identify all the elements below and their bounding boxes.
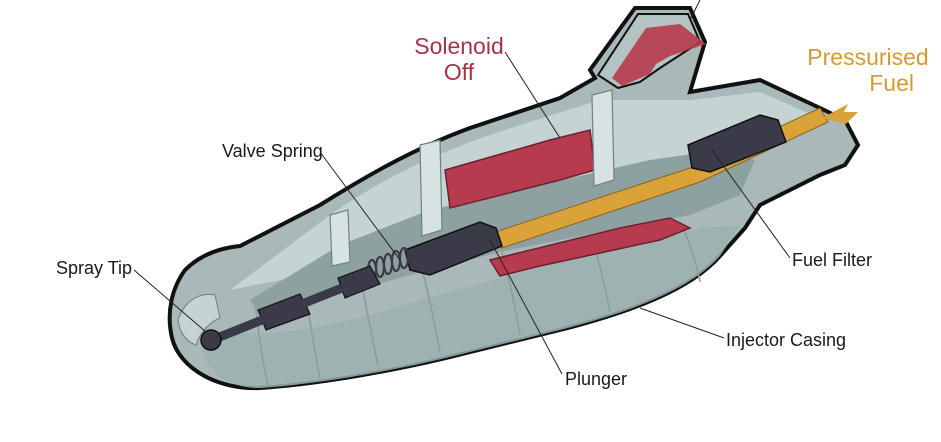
valve-spring-coils [366, 246, 410, 282]
fuel-filter-label: Fuel Filter [792, 250, 873, 270]
casing-lower-shade [200, 225, 740, 388]
plunger-label: Plunger [565, 369, 628, 389]
pressurised-fuel-arrow [822, 104, 858, 124]
solenoid-label: Solenoid Off [400, 33, 518, 86]
solenoid-label-line1: Solenoid [414, 33, 504, 59]
pressurised-fuel-line1: Pressurised [807, 44, 929, 70]
solenoid-coil-lower [488, 217, 692, 277]
spray-tip-label: Spray Tip [56, 258, 133, 278]
pressurised-fuel-line2: Fuel [869, 70, 914, 97]
pressurised-fuel-label: Pressurised Fuel [798, 44, 938, 97]
plunger-needle [210, 284, 344, 344]
valve-spring-label: Valve Spring [222, 141, 323, 161]
internal-walls [329, 89, 615, 267]
solenoid-label-line2: Off [443, 59, 475, 86]
nozzle-face [177, 293, 221, 346]
leader-lines [133, 0, 791, 375]
plunger-body [404, 221, 503, 276]
connector-solenoid-wire [612, 24, 706, 86]
fuel-filter-body [687, 114, 787, 173]
injector-casing-label: Injector Casing [726, 330, 847, 350]
spray-tip-ball [200, 329, 222, 351]
